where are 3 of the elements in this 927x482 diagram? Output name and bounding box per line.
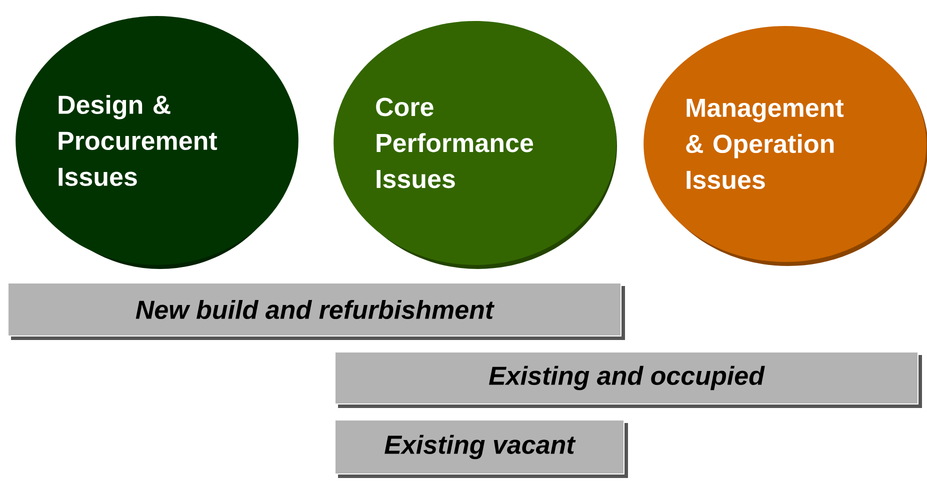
band-bar: Existing vacant (334, 419, 628, 478)
band-bar: Existing and occupied (334, 351, 922, 408)
band-bar: New build and refurbishment (8, 282, 625, 340)
